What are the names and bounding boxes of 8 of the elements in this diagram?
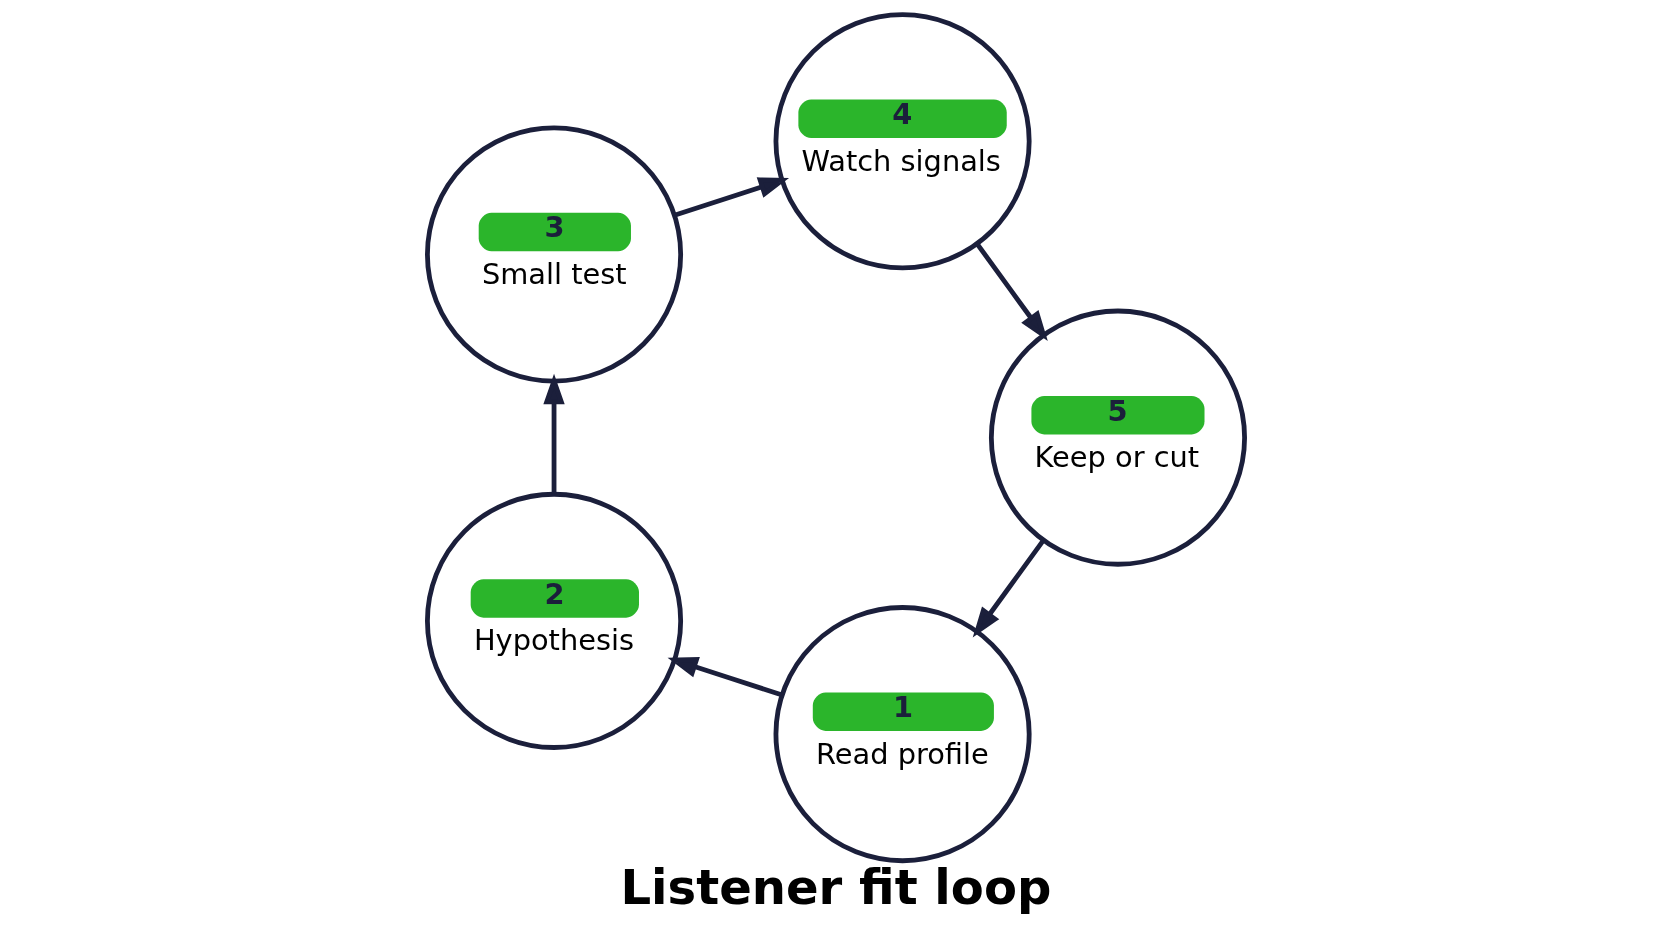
- node-circle: 2 Hypothesis: [425, 491, 684, 750]
- arrow: [667, 657, 783, 698]
- arrow: [543, 373, 565, 495]
- node-circle: 4 Watch signals: [773, 12, 1032, 271]
- arrow: [975, 242, 1048, 342]
- arrow: [972, 538, 1046, 638]
- node-circle: 3 Small test: [425, 125, 684, 384]
- arrow: [673, 177, 790, 218]
